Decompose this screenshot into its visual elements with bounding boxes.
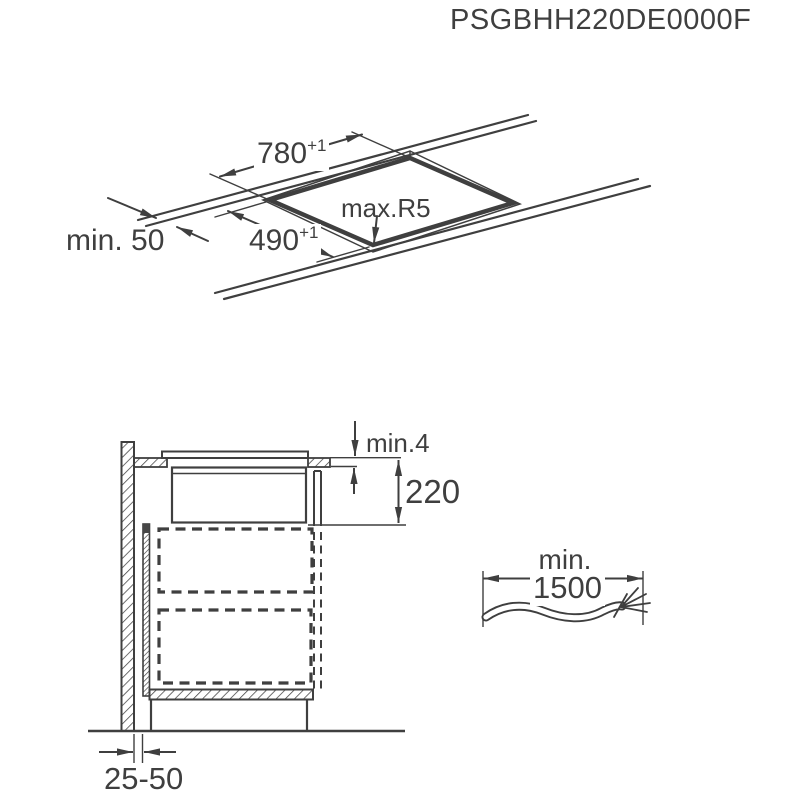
corner-radius-label: max.R5 (341, 193, 431, 223)
cable-length-label: 1500 (530, 571, 605, 606)
cutout-depth-value: 490 (249, 224, 300, 257)
wall-distance-label: 25-50 (104, 761, 184, 796)
product-code-title: PSGBHH220DE0000F (450, 4, 752, 36)
hob-body (170, 466, 308, 524)
dimension-25-50 (99, 734, 176, 763)
cutout-depth-tolerance: +1 (299, 223, 319, 242)
installation-height-label: 220 (405, 473, 461, 510)
cabinet-back-panel (142, 523, 151, 697)
cabinet-bottom-shelf (148, 688, 314, 701)
top-gap-label: min.4 (366, 428, 430, 458)
corner-radius-arrow (372, 215, 380, 244)
dimension-min4 (330, 421, 401, 494)
worktop-right-section (307, 457, 331, 468)
cutout-width-value: 780 (257, 137, 308, 170)
worktop-rear-edge-lines (136, 113, 538, 228)
dimension-220 (308, 460, 406, 526)
worktop-left-section (133, 457, 168, 468)
hob-glass-top (161, 450, 309, 459)
cable-min-label: min. (538, 544, 592, 575)
cable-wire-strands (613, 587, 651, 618)
clearance-dashed-boxes (157, 527, 314, 685)
plinth (149, 699, 309, 730)
rear-clearance-arrows (107, 197, 209, 242)
wall-section (120, 441, 135, 732)
extension-line (209, 173, 268, 200)
cable-view (481, 571, 651, 627)
duct-channel (313, 470, 322, 691)
side-section-view (88, 421, 406, 763)
cutout-width-label: 780+1 (254, 136, 330, 171)
cutout-width-tolerance: +1 (307, 136, 327, 155)
worktop-front-edge-lines (213, 177, 652, 301)
cutout-depth-label: 490+1 (246, 223, 322, 258)
extension-line (316, 246, 370, 263)
extension-line (214, 201, 267, 218)
rear-clearance-label: min. 50 (66, 224, 165, 257)
cable-icon (481, 587, 651, 623)
